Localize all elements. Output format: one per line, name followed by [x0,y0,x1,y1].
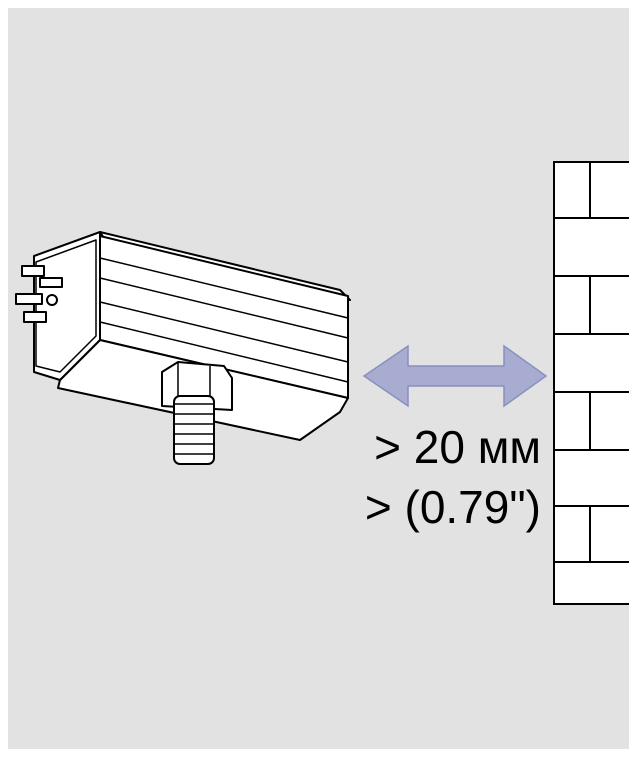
sensor-device [15,231,351,465]
clearance-imperial-label: > (0.79") [364,481,541,533]
clearance-metric-label: > 20 мм [374,421,541,473]
clearance-arrow [362,344,548,408]
brick-wall [553,161,629,605]
